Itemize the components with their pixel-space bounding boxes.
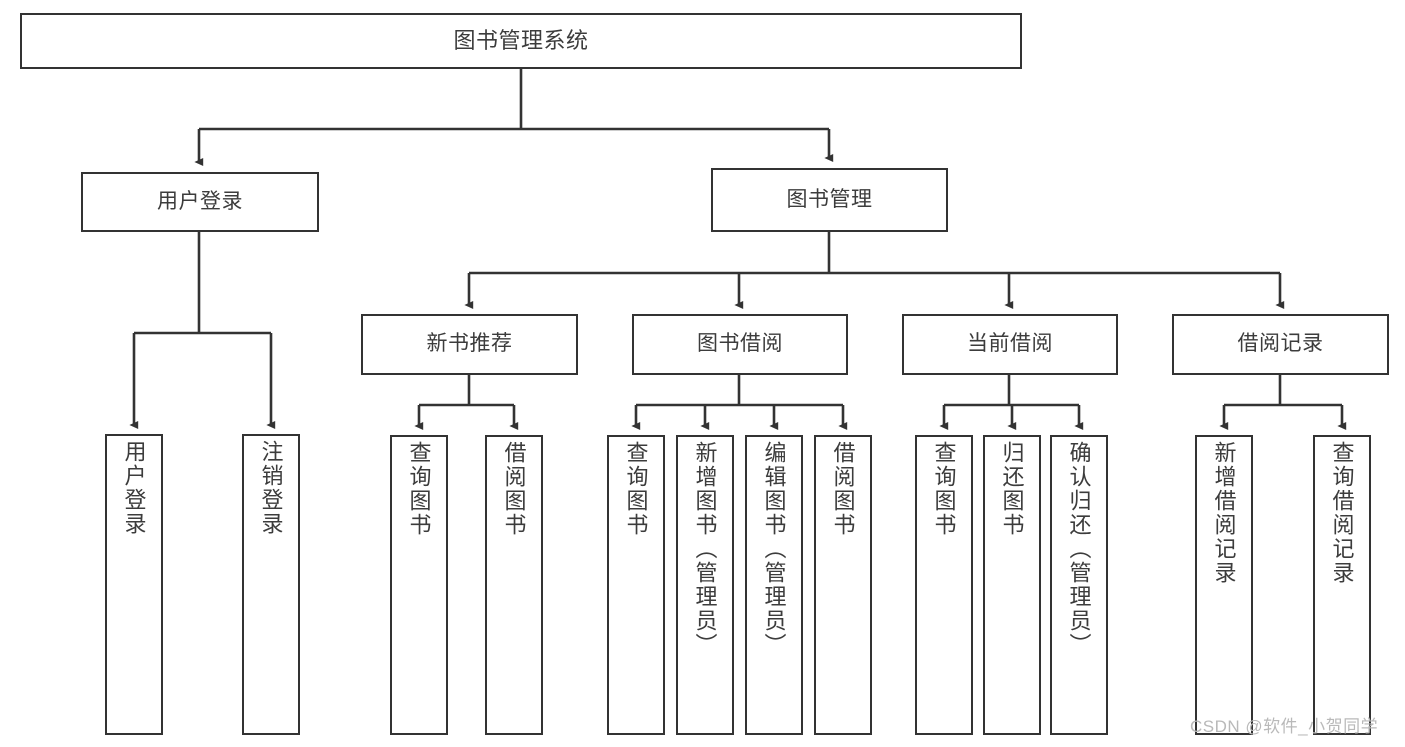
csdn-watermark: CSDN @软件_小贺同学: [1190, 717, 1379, 736]
node-book-borrow[interactable]: 图书借阅: [632, 314, 848, 375]
leaf-logout-label: 注销登录: [258, 440, 284, 536]
node-book-borrow-label: 图书借阅: [697, 332, 783, 356]
leaf-logout[interactable]: 注销登录: [242, 434, 300, 735]
leaf-add-borrow-record[interactable]: 新增借阅记录: [1195, 435, 1253, 735]
node-new-book-recommend[interactable]: 新书推荐: [361, 314, 578, 375]
leaf-borrow-book-recommend-label: 借阅图书: [501, 441, 527, 537]
leaf-query-book-recommend[interactable]: 查询图书: [390, 435, 448, 735]
node-current-borrow[interactable]: 当前借阅: [902, 314, 1118, 375]
leaf-borrow-book-label: 借阅图书: [830, 441, 856, 537]
node-borrow-record[interactable]: 借阅记录: [1172, 314, 1389, 375]
node-book-management[interactable]: 图书管理: [711, 168, 948, 232]
node-user-login[interactable]: 用户登录: [81, 172, 319, 232]
leaf-query-book-current[interactable]: 查询图书: [915, 435, 973, 735]
leaf-add-book[interactable]: 新增图书（管理员）: [676, 435, 734, 735]
leaf-edit-book-label: 编辑图书（管理员）: [761, 441, 787, 657]
leaf-add-book-label: 新增图书（管理员）: [692, 441, 718, 657]
leaf-query-book-current-label: 查询图书: [931, 441, 957, 537]
leaf-return-book[interactable]: 归还图书: [983, 435, 1041, 735]
leaf-query-book-borrow[interactable]: 查询图书: [607, 435, 665, 735]
node-user-login-label: 用户登录: [157, 189, 243, 213]
leaf-user-login[interactable]: 用户登录: [105, 434, 163, 735]
node-new-book-recommend-label: 新书推荐: [426, 332, 513, 356]
node-book-management-label: 图书管理: [786, 187, 873, 211]
leaf-confirm-return-label: 确认归还（管理员）: [1066, 441, 1092, 657]
node-root-system[interactable]: 图书管理系统: [20, 13, 1022, 69]
node-borrow-record-label: 借阅记录: [1237, 332, 1324, 356]
leaf-query-borrow-record[interactable]: 查询借阅记录: [1313, 435, 1371, 735]
node-root-system-label: 图书管理系统: [453, 28, 589, 54]
leaf-confirm-return[interactable]: 确认归还（管理员）: [1050, 435, 1108, 735]
leaf-borrow-book-recommend[interactable]: 借阅图书: [485, 435, 543, 735]
leaf-query-book-borrow-label: 查询图书: [623, 441, 649, 537]
leaf-edit-book[interactable]: 编辑图书（管理员）: [745, 435, 803, 735]
leaf-add-borrow-record-label: 新增借阅记录: [1211, 441, 1237, 585]
leaf-query-book-recommend-label: 查询图书: [406, 441, 432, 537]
leaf-user-login-label: 用户登录: [121, 440, 147, 536]
node-current-borrow-label: 当前借阅: [967, 332, 1053, 356]
leaf-query-borrow-record-label: 查询借阅记录: [1329, 441, 1355, 585]
leaf-borrow-book[interactable]: 借阅图书: [814, 435, 872, 735]
leaf-return-book-label: 归还图书: [999, 441, 1025, 537]
